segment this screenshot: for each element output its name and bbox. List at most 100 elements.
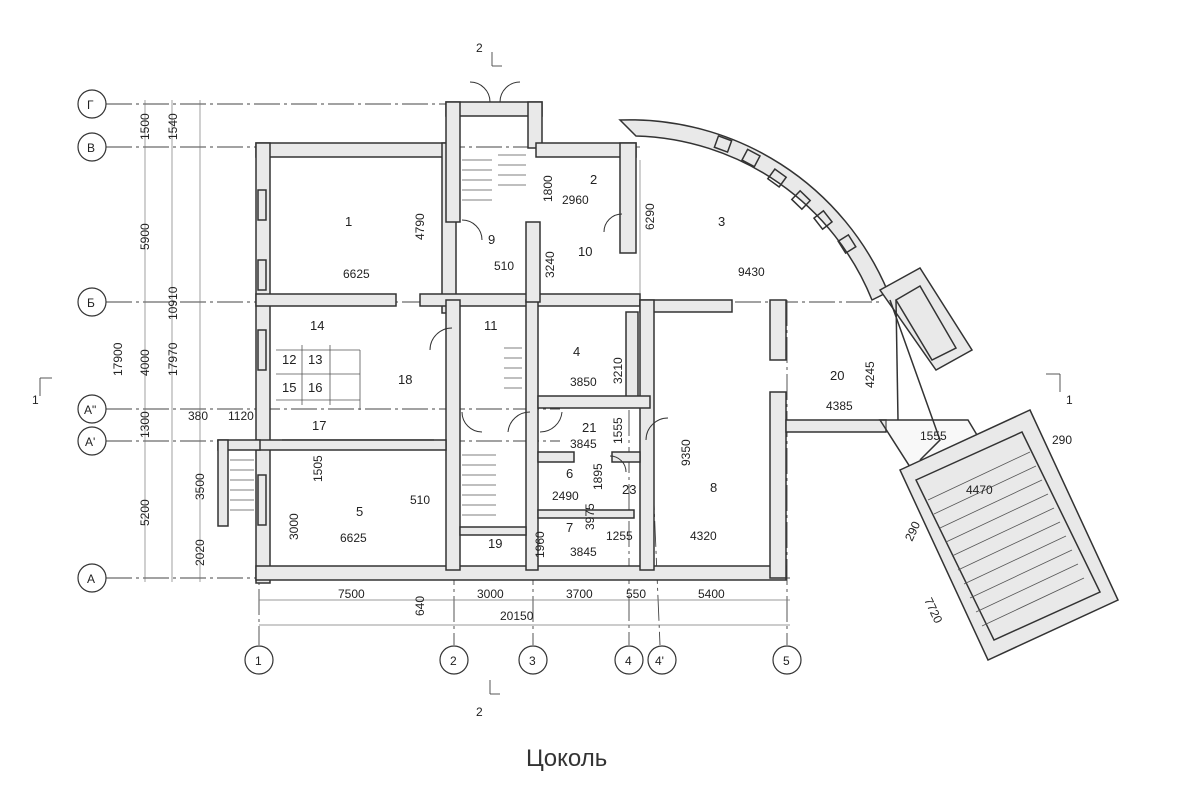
dim-label: 5900 <box>138 223 152 250</box>
dim-label: 3240 <box>543 251 557 278</box>
room-label: 6 <box>566 466 573 481</box>
room-label: 18 <box>398 372 412 387</box>
dim-label: 4385 <box>826 399 853 413</box>
grid-row-label: А" <box>84 403 96 417</box>
dim-label: 3210 <box>611 357 625 384</box>
plan-title: Цоколь <box>526 745 607 772</box>
dim-label: 3000 <box>477 587 504 601</box>
dim-label: 4790 <box>413 213 427 240</box>
dim-label: 17970 <box>166 342 180 376</box>
room-label: 8 <box>710 480 717 495</box>
dim-label: 3850 <box>570 375 597 389</box>
dim-label: 6290 <box>643 203 657 230</box>
dim-label: 10910 <box>166 286 180 320</box>
section-mark-label: 2 <box>476 41 483 55</box>
dim-label: 17900 <box>111 342 125 376</box>
dim-label: 4245 <box>863 361 877 388</box>
room-label: 11 <box>484 318 498 333</box>
dim-label: 640 <box>413 596 427 616</box>
dim-label: 1300 <box>138 411 152 438</box>
room-label: 9 <box>488 232 495 247</box>
dim-label: 550 <box>626 587 646 601</box>
room-label: 14 <box>310 318 324 333</box>
dim-label: 6625 <box>343 267 370 281</box>
dim-label: 510 <box>494 259 514 273</box>
room-label: 16 <box>308 380 322 395</box>
room-label: 5 <box>356 504 363 519</box>
room-label: 19 <box>488 536 502 551</box>
stairs <box>230 154 1085 627</box>
dim-label: 7720 <box>921 595 945 625</box>
room-label: 20 <box>830 368 844 383</box>
dims-bottom: 7500 640 3000 3700 550 5400 20150 <box>338 587 725 623</box>
dim-label: 1555 <box>611 417 625 444</box>
dim-label: 1895 <box>591 463 605 490</box>
room-label: 4 <box>573 344 580 359</box>
section-mark-label: 1 <box>32 393 39 407</box>
dim-label: 3000 <box>287 513 301 540</box>
dim-label: 380 <box>188 409 208 423</box>
dim-label: 5400 <box>698 587 725 601</box>
dim-label: 3845 <box>570 437 597 451</box>
room-label: 12 <box>282 352 296 367</box>
room-label: 23 <box>622 482 636 497</box>
dim-label: 1120 <box>228 409 254 423</box>
grid-col-label: 1 <box>255 654 262 668</box>
dim-label: 510 <box>410 493 430 507</box>
section-marks: 1 1 2 2 <box>32 41 1073 719</box>
room-label: 15 <box>282 380 296 395</box>
dim-label: 4470 <box>966 483 993 497</box>
dim-label: 4000 <box>138 349 152 376</box>
dim-label: 290 <box>1052 433 1072 447</box>
dim-label: 9350 <box>679 439 693 466</box>
dim-label: 3500 <box>193 473 207 500</box>
dims-left: 1500 1540 5900 10910 17900 4000 17970 13… <box>111 113 207 566</box>
room-label: 2 <box>590 172 597 187</box>
dim-label: 3845 <box>570 545 597 559</box>
dim-label: 2490 <box>552 489 579 503</box>
dim-label: 290 <box>902 519 923 543</box>
room-label: 13 <box>308 352 322 367</box>
section-mark-label: 1 <box>1066 393 1073 407</box>
room-label: 17 <box>312 418 326 433</box>
section-mark-label: 2 <box>476 705 483 719</box>
partitions <box>276 345 434 441</box>
dim-label: 1255 <box>606 529 633 543</box>
dim-label: 1960 <box>533 531 547 558</box>
room-labels: 1 2 3 4 5 6 7 8 9 10 11 12 13 14 15 16 1… <box>282 172 844 551</box>
dim-label: 7500 <box>338 587 365 601</box>
dim-label: 4320 <box>690 529 717 543</box>
dim-label: 1540 <box>166 113 180 140</box>
grid-column-markers: 1 2 3 4 4' 5 <box>244 645 802 675</box>
grid-row-markers: Г В Б А" А' А <box>77 89 107 593</box>
room-label: 1 <box>345 214 352 229</box>
dim-label: 9430 <box>738 265 765 279</box>
dim-label: 6625 <box>340 531 367 545</box>
dim-label: 3700 <box>566 587 593 601</box>
grid-col-label: 3 <box>529 654 536 668</box>
grid-row-label: А <box>87 572 95 586</box>
dim-label: 1800 <box>541 175 555 202</box>
dim-label: 5200 <box>138 499 152 526</box>
dim-label: 3975 <box>583 503 597 530</box>
dim-label: 1505 <box>311 455 325 482</box>
doors <box>429 81 669 473</box>
walls <box>217 101 787 584</box>
grid-row-label: В <box>87 141 95 155</box>
grid-row-label: А' <box>85 435 95 449</box>
grid-col-label: 4' <box>655 654 664 668</box>
grid-col-label: 4 <box>625 654 632 668</box>
dim-label: 20150 <box>500 609 534 623</box>
dimension-lines <box>144 100 790 626</box>
grid-row-label: Г <box>87 98 94 112</box>
grid-col-label: 2 <box>450 654 457 668</box>
dim-label: 1555 <box>920 429 947 443</box>
dim-label: 1500 <box>138 113 152 140</box>
room-label: 7 <box>566 520 573 535</box>
dim-label: 2020 <box>193 539 207 566</box>
grid-row-label: Б <box>87 296 95 310</box>
grid-col-label: 5 <box>783 654 790 668</box>
curved-hall <box>618 119 1119 661</box>
room-label: 3 <box>718 214 725 229</box>
